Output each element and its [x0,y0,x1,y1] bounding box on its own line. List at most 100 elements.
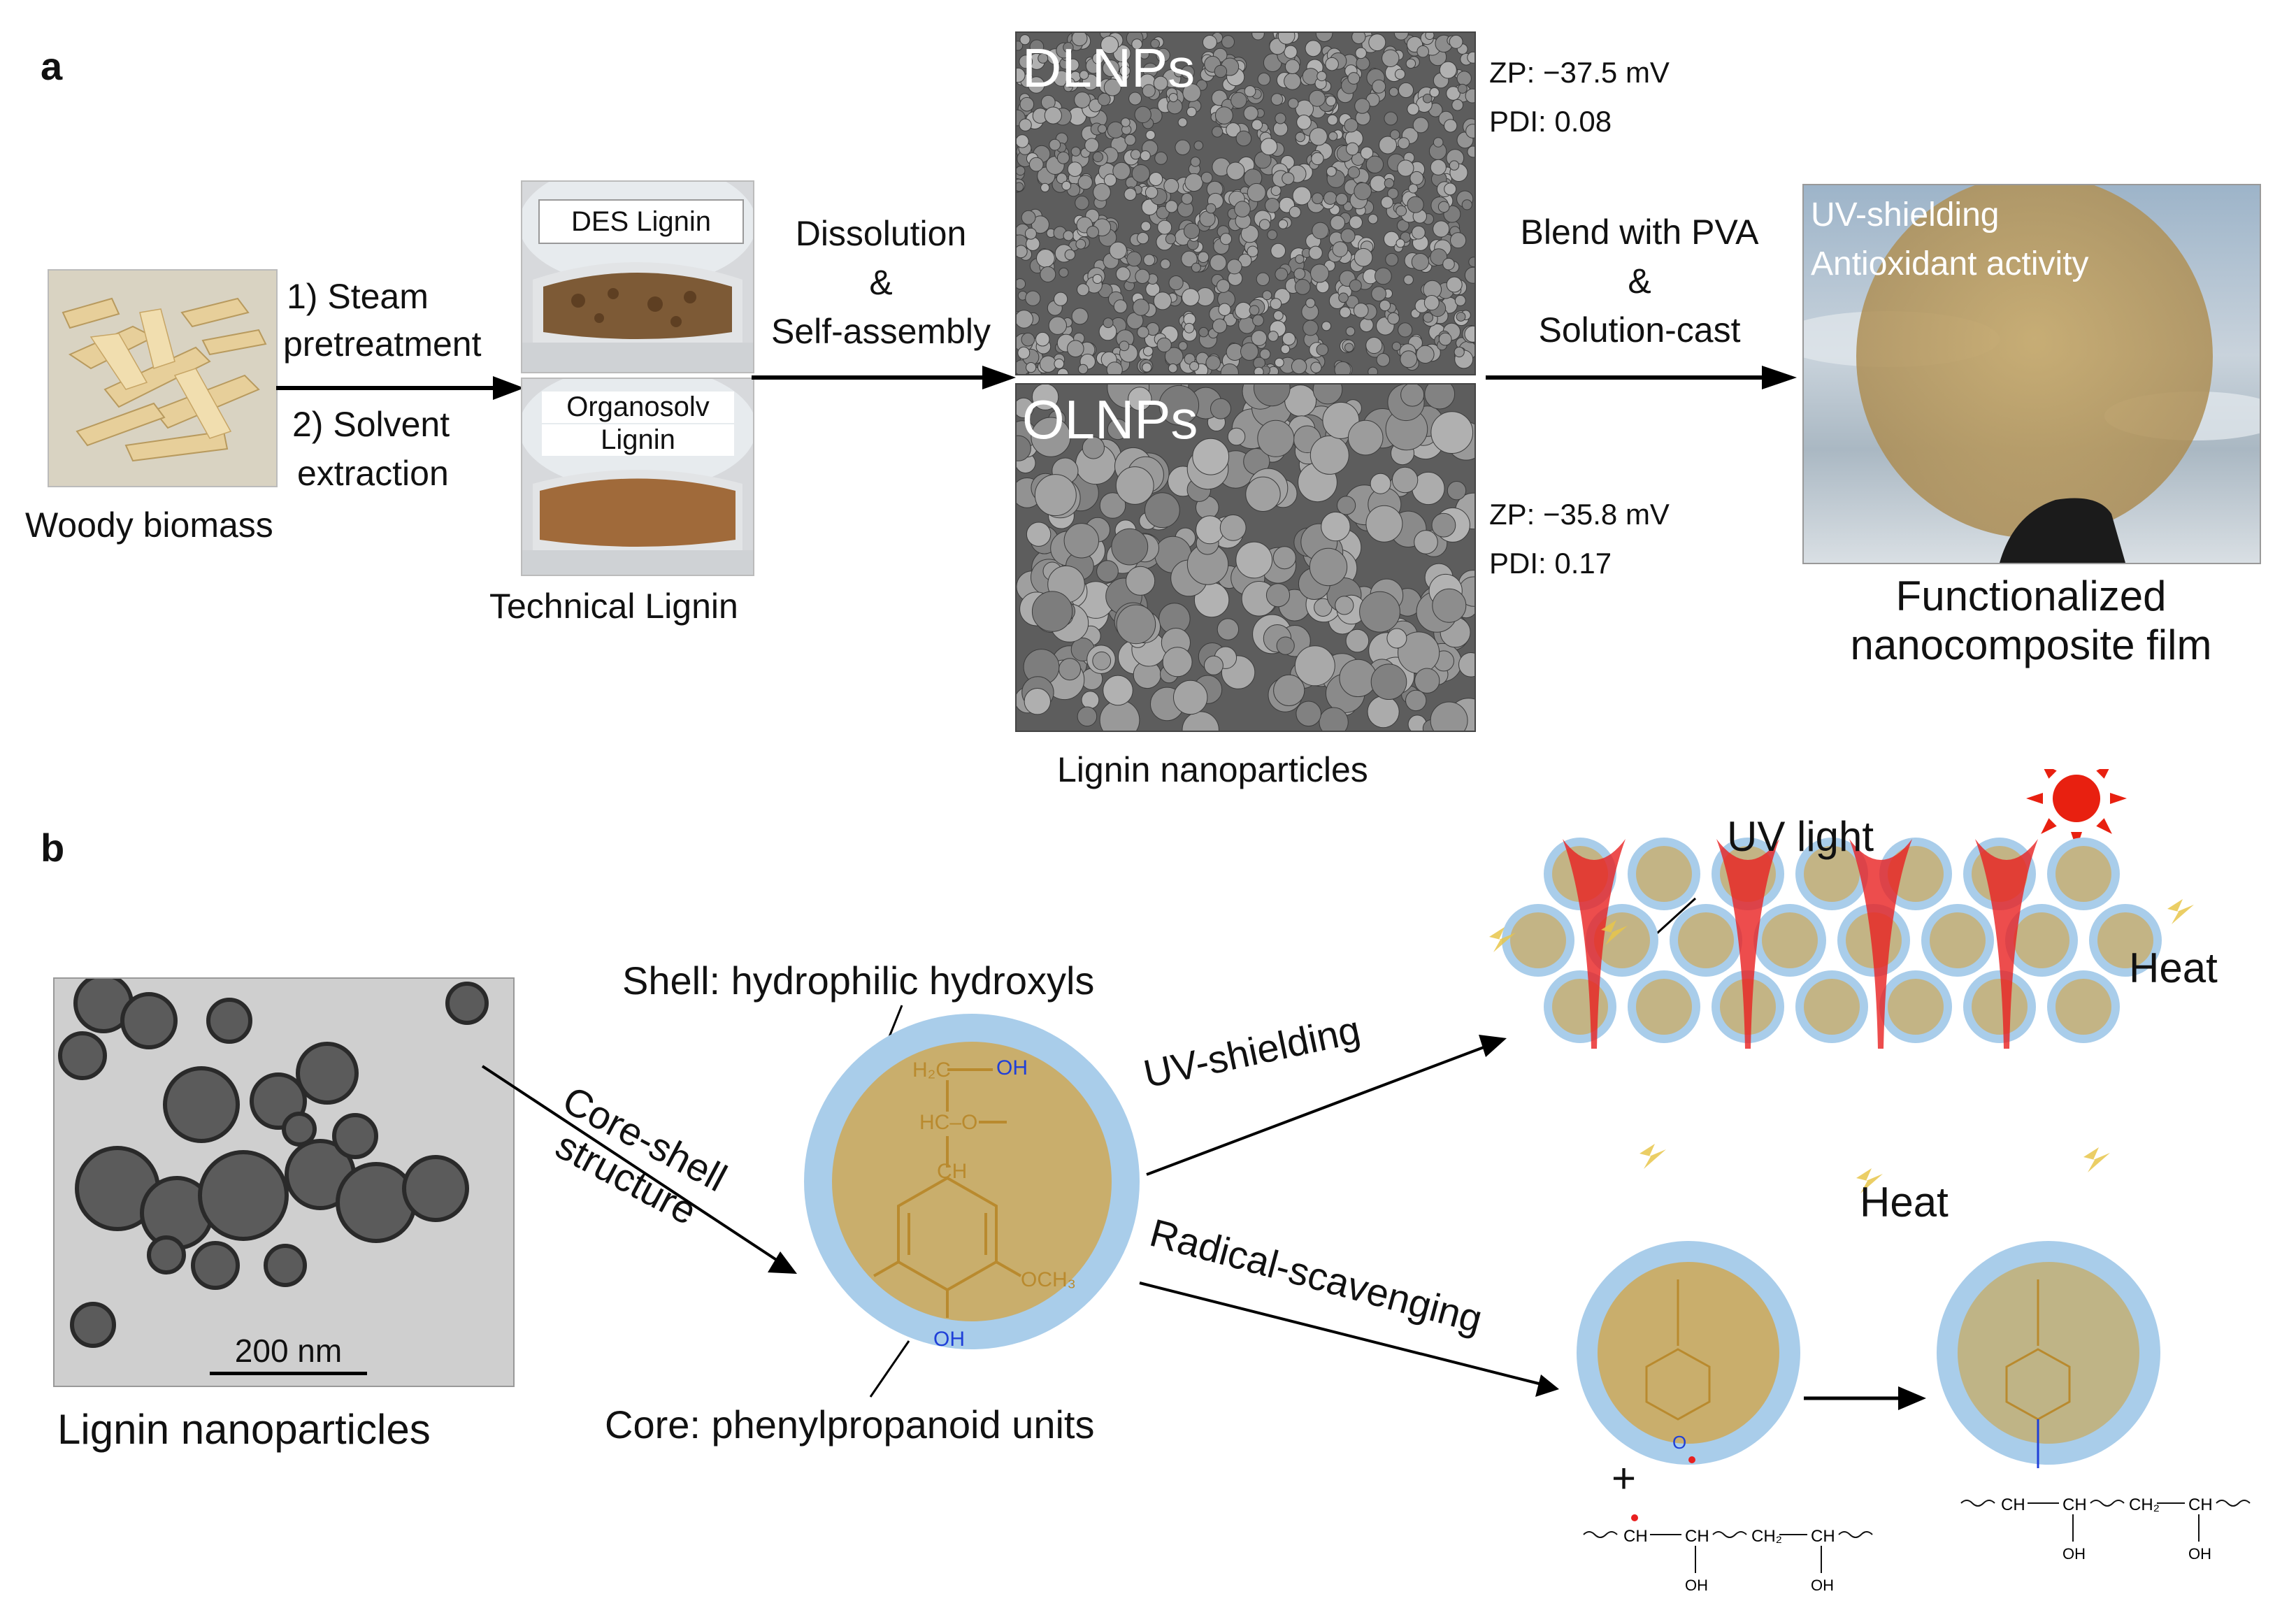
blend-label-3: Solution-cast [1538,310,1741,350]
lignin-particle [1670,904,1742,977]
chain-ch2: CH₂ [1751,1527,1782,1546]
lignin-particle [1628,838,1700,910]
dlnps-sem-image [1015,31,1476,375]
polymer-chain-bonded: CH CH OH CH₂ CH OH [1960,1495,2251,1563]
bond-oh-1: OH [2062,1545,2086,1563]
radical-before-o: O [1672,1432,1686,1453]
core-label: Core: phenylpropanoid units [605,1402,1095,1447]
chain-oh-1: OH [1685,1577,1708,1594]
uv-beam [1975,839,2038,1049]
polymer-chain-radical: CH CH OH CH₂ CH OH [1583,1514,1873,1594]
heat-bolt-icon [1489,927,1516,952]
step2b-label: extraction [297,454,449,493]
arrow-to-radical-panel-head [1535,1374,1559,1397]
chem-h2c: H₂C [912,1058,951,1082]
heat-right-label: Heat [2129,945,2218,991]
dissolution-label-2: & [869,263,893,302]
heat-bolt-icon [1856,1168,1883,1193]
plus-sign: + [1612,1455,1637,1502]
film-text-antioxidant: Antioxidant activity [1811,245,2089,282]
dissolution-label-3: Self-assembly [771,312,991,351]
nanocomposite-film-photo [1802,184,2261,564]
sun-icon [2026,769,2127,849]
lignin-particle [1753,904,1826,977]
heat-bottom-label: Heat [1860,1179,1949,1226]
woody-biomass-label: Woody biomass [25,505,273,545]
olnp-zeta-potential: ZP: −35.8 mV [1489,498,1670,531]
lignin-particle [1628,970,1700,1043]
dlnp-zeta-potential: ZP: −37.5 mV [1489,56,1670,89]
chain-ch-1: CH [1623,1527,1648,1546]
organosolv-label-line2: Lignin [542,424,734,456]
bond-ch-1: CH [2001,1495,2025,1514]
core-shell-particle: H₂C OH HC–O CH OCH₃ OH [804,1014,1140,1351]
lignin-particle [2005,904,2078,977]
radical-particle-after [1937,1241,2160,1468]
uv-beam [1849,839,1912,1049]
panel-b-letter: b [41,826,65,870]
blend-label-1: Blend with PVA [1520,213,1759,252]
bond-oh-2: OH [2188,1545,2211,1563]
film-caption-line1: Functionalized [1895,573,2167,619]
uv-shielding-film-diagram [1489,769,2194,1193]
olnps-sem-image [1015,383,1476,732]
bond-ch-2: CH [2062,1495,2087,1514]
heat-bolt-icon [2083,1147,2110,1172]
lignin-particle [1795,838,1868,910]
arrow-nanoparticles-to-film [1486,366,1797,389]
blend-label-2: & [1628,261,1651,301]
heat-bolt-icon [2167,899,2194,924]
bond-ch2: CH₂ [2129,1495,2160,1514]
lignin-particle [1795,970,1868,1043]
lignin-particle [2047,970,2120,1043]
woody-biomass-photo [48,269,278,487]
tem-scale-bar-label: 200 nm [234,1333,343,1369]
panel-a-letter: a [41,44,63,88]
chain-ch-2: CH [1685,1527,1709,1546]
lignin-particle [1963,970,2036,1043]
step1-label: 1) Steam [287,277,429,316]
radical-particle-before: O [1577,1241,1800,1465]
arrow-to-radical-panel [1139,1282,1542,1386]
lignin-particle [2047,838,2120,910]
lignin-particle [1502,904,1574,977]
dlnp-pdi: PDI: 0.08 [1489,105,1612,138]
chem-och3: OCH₃ [1021,1268,1076,1291]
radical-dot-o [1688,1456,1695,1463]
uv-beam [1716,839,1779,1049]
arrow-lignin-to-nanoparticles [752,366,1016,389]
film-text-uv-shielding: UV-shielding [1811,196,2000,234]
tem-caption: Lignin nanoparticles [57,1406,431,1453]
olnp-pdi: PDI: 0.17 [1489,547,1612,580]
bond-ch-3: CH [2188,1495,2213,1514]
arrow-tem-to-particle-head [768,1251,797,1274]
technical-lignin-label: Technical Lignin [489,587,738,626]
olnps-label: OLNPs [1022,389,1198,450]
core-leader-line [869,1340,910,1398]
tem-scale-bar [210,1372,367,1375]
chem-hc-o: HC–O [919,1111,977,1134]
tem-image [53,977,515,1387]
chem-ch: CH [937,1160,967,1183]
step2-label: 2) Solvent [292,405,450,444]
step1b-label: pretreatment [283,324,482,364]
uv-light-leader-line [1656,897,1697,935]
lignin-particle [1544,970,1616,1043]
arrow-tem-to-particle [481,1065,781,1263]
radical-dot-chain [1631,1514,1638,1521]
des-lignin-label: DES Lignin [538,199,744,244]
arrow-to-uv-panel-head [1479,1035,1507,1057]
arrow-to-uv-panel [1146,1044,1490,1176]
chem-oh-top: OH [996,1056,1028,1079]
uv-beam [1563,839,1626,1049]
chem-oh-bottom: OH [933,1328,965,1351]
heat-bolt-icon [1601,920,1628,945]
lignin-particle [1921,904,1994,977]
lignin-particle [2089,904,2162,977]
chain-oh-2: OH [1811,1577,1834,1594]
lignin-particle [1879,970,1952,1043]
arrow-scavenged-head [1898,1386,1926,1410]
film-caption-line2: nanocomposite film [1850,622,2212,668]
uv-light-label: UV light [1727,813,1874,860]
lignin-nanoparticles-caption: Lignin nanoparticles [1057,750,1368,789]
